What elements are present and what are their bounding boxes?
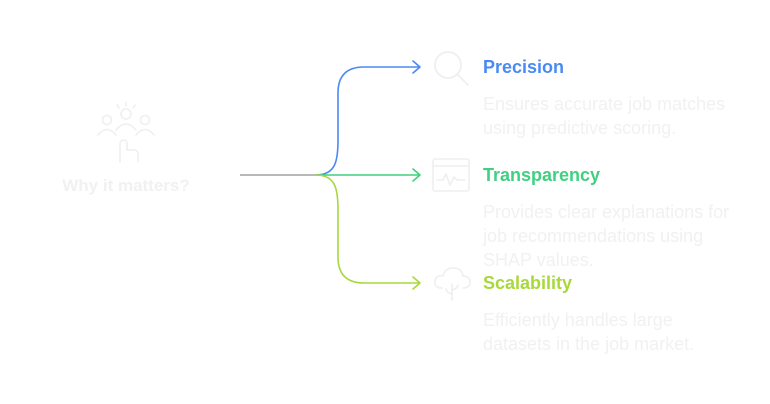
branch-scalability — [315, 174, 420, 284]
item-title-precision: Precision — [483, 57, 565, 77]
arrowhead-transparency — [412, 168, 421, 182]
root-label: Why it matters? — [62, 176, 190, 195]
item-desc-scalability: Efficiently handles large datasets in th… — [483, 310, 695, 354]
people-gesture-icon — [94, 100, 158, 171]
branch-precision — [315, 66, 420, 176]
item-desc-transparency: Provides clear explanations for job reco… — [483, 202, 730, 270]
cloud-growth-icon — [432, 264, 472, 307]
item-title-scalability: Scalability — [483, 273, 573, 293]
magnifier-icon — [432, 49, 472, 94]
chart-window-icon — [432, 158, 470, 197]
item-title-transparency: Transparency — [483, 165, 601, 185]
arrowhead-scalability — [412, 276, 421, 290]
item-desc-precision: Ensures accurate job matches using predi… — [483, 94, 726, 138]
arrowhead-precision — [412, 60, 421, 74]
